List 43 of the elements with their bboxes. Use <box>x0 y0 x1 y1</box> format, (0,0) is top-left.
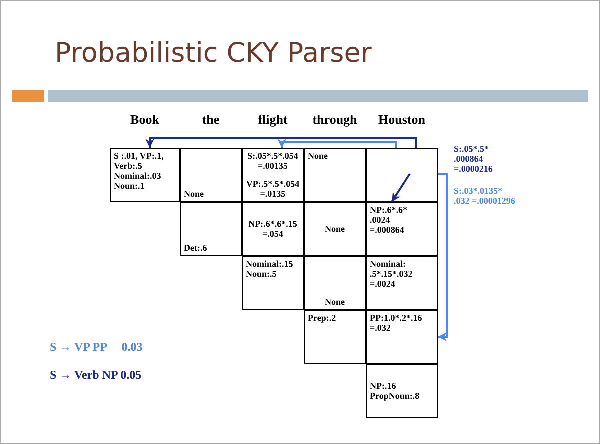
grammar-rule: S → VP PP 0.03 <box>50 340 143 355</box>
cell-text: Prep:.2 <box>308 313 338 323</box>
cell-text: None <box>184 189 205 199</box>
arrow <box>391 173 411 203</box>
cell-text: S :.01, VP:.1, Verb:.5 Nominal:.03 Noun:.1 <box>114 151 165 191</box>
chart-cell <box>180 148 242 202</box>
chart-cell <box>366 310 438 364</box>
chart-cell <box>304 256 366 310</box>
cell-text: Det:.6 <box>184 243 208 253</box>
cell-text: VP:.5*.5*.054 =.0135 <box>246 179 300 199</box>
cell-text: PP:1.0*.2*.16 =.032 <box>370 313 424 333</box>
word-header: the <box>201 112 221 128</box>
arrow <box>438 173 448 342</box>
cell-text: None <box>324 297 346 307</box>
word-header: through <box>312 112 358 128</box>
word-header: flight <box>257 112 289 128</box>
chart-cell <box>366 202 438 256</box>
cell-text: None <box>324 224 346 234</box>
chart-cell <box>366 256 438 310</box>
arrow <box>278 139 397 148</box>
chart-cell <box>180 202 242 256</box>
chart-cell <box>304 148 366 202</box>
chart-cell <box>304 202 366 256</box>
calculation-note: S:.05*.5* .000864 =.0000216 <box>454 144 494 174</box>
chart-cell <box>110 148 180 202</box>
word-header: Houston <box>378 112 426 128</box>
chart-cell <box>242 256 304 310</box>
chart-cell <box>242 148 304 202</box>
chart-cell <box>304 310 366 364</box>
word-header: Book <box>130 112 160 128</box>
cell-text: NP:.6*.6*.15 =.054 <box>248 219 298 239</box>
cell-text: Nominal:.15 Noun:.5 <box>246 259 294 279</box>
chart-cell <box>366 364 438 418</box>
cell-text: NP:.16 PropNoun:.8 <box>370 381 421 401</box>
arrow <box>146 137 417 148</box>
slide-title: Probabilistic CKY Parser <box>55 38 372 69</box>
calculation-note: S:.03*.0135* .032 =.00001296 <box>454 186 516 206</box>
cell-text: None <box>308 151 329 161</box>
cell-text: Nominal: .5*.15*.032 =.0024 <box>370 259 414 289</box>
chart-cell <box>242 202 304 256</box>
cell-text: S:.05*.5*.054 =.00135 <box>246 151 300 171</box>
cell-text: NP:.6*.6* .0024 =.000864 <box>370 205 408 235</box>
grammar-rule: S → Verb NP 0.05 <box>50 368 142 383</box>
